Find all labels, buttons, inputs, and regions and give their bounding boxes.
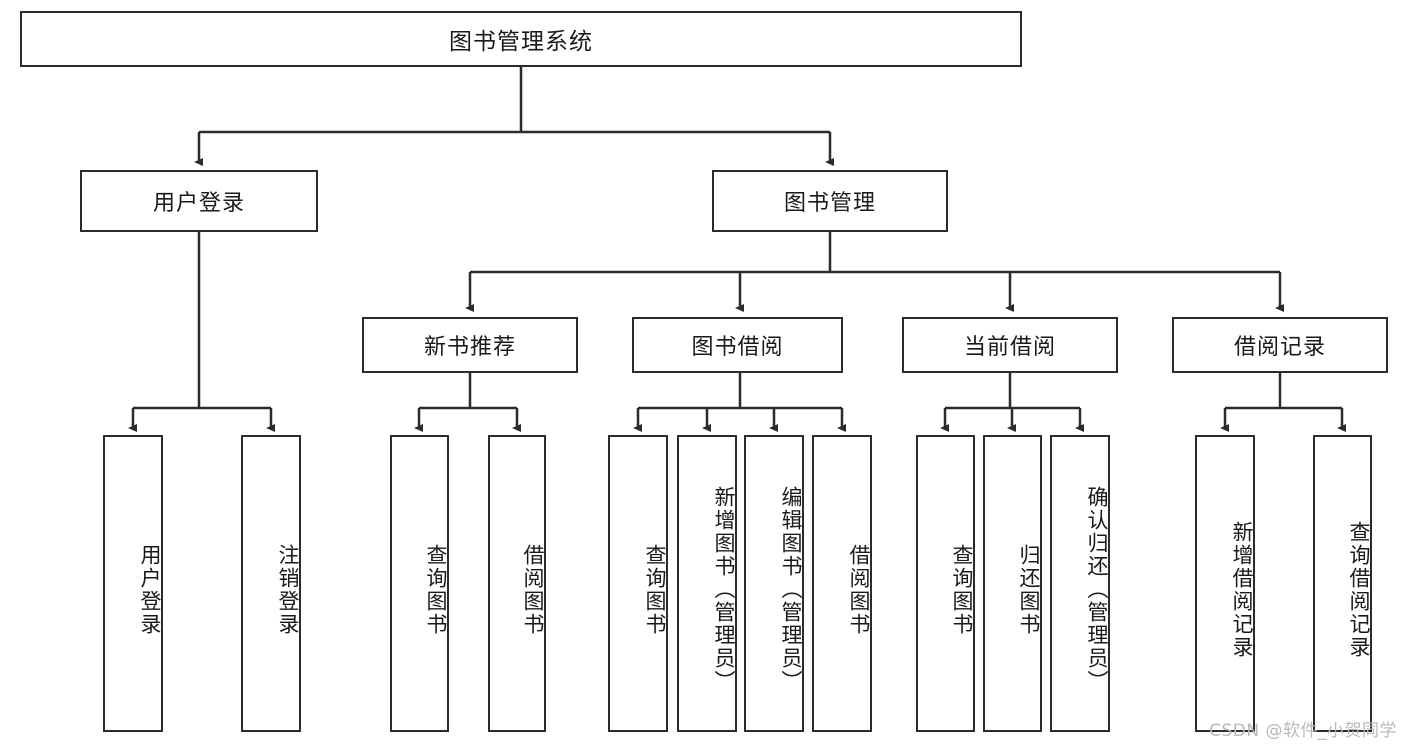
node-leaf-query-books-1[interactable]: 查询图书 (390, 435, 449, 732)
node-leaf-query-books-3[interactable]: 查询图书 (916, 435, 975, 732)
node-leaf-add-book-admin[interactable]: 新增图书（管理员） (677, 435, 737, 732)
node-current-borrow-label: 当前借阅 (963, 335, 1056, 360)
node-leaf-logout-label: 注销登录 (276, 543, 300, 636)
node-leaf-logout[interactable]: 注销登录 (241, 435, 301, 732)
node-leaf-borrow-books-2[interactable]: 借阅图书 (812, 435, 872, 732)
node-leaf-edit-book-admin-label: 编辑图书（管理员） (779, 486, 803, 693)
node-user-login[interactable]: 用户登录 (80, 170, 318, 232)
node-borrow-record[interactable]: 借阅记录 (1172, 317, 1388, 373)
node-leaf-edit-book-admin[interactable]: 编辑图书（管理员） (744, 435, 804, 732)
node-leaf-query-books-2[interactable]: 查询图书 (608, 435, 668, 732)
node-book-borrow-label: 图书借阅 (691, 335, 784, 360)
node-book-management-label: 图书管理 (783, 191, 876, 216)
node-leaf-confirm-return-admin[interactable]: 确认归还（管理员） (1050, 435, 1110, 732)
node-leaf-confirm-return-admin-label: 确认归还（管理员） (1085, 486, 1109, 693)
node-leaf-return-books[interactable]: 归还图书 (983, 435, 1042, 732)
node-leaf-borrow-books-2-label: 借阅图书 (847, 543, 871, 636)
node-leaf-query-borrow-record-label: 查询借阅记录 (1347, 520, 1371, 659)
node-book-management[interactable]: 图书管理 (712, 170, 948, 232)
node-leaf-query-books-3-label: 查询图书 (950, 543, 974, 636)
node-leaf-query-books-1-label: 查询图书 (424, 543, 448, 636)
node-leaf-add-borrow-record[interactable]: 新增借阅记录 (1195, 435, 1255, 732)
node-root[interactable]: 图书管理系统 (20, 11, 1022, 67)
node-current-borrow[interactable]: 当前借阅 (902, 317, 1118, 373)
node-leaf-return-books-label: 归还图书 (1017, 543, 1041, 636)
node-leaf-user-login-label: 用户登录 (138, 543, 162, 636)
node-leaf-query-borrow-record[interactable]: 查询借阅记录 (1313, 435, 1372, 732)
node-leaf-query-books-2-label: 查询图书 (643, 543, 667, 636)
node-leaf-borrow-books-1-label: 借阅图书 (521, 543, 545, 636)
node-borrow-record-label: 借阅记录 (1233, 335, 1326, 360)
node-user-login-label: 用户登录 (152, 191, 245, 216)
node-book-borrow[interactable]: 图书借阅 (632, 317, 843, 373)
node-new-book-recommend-label: 新书推荐 (423, 335, 516, 360)
node-leaf-borrow-books-1[interactable]: 借阅图书 (488, 435, 546, 732)
node-new-book-recommend[interactable]: 新书推荐 (362, 317, 578, 373)
node-leaf-add-book-admin-label: 新增图书（管理员） (712, 486, 736, 693)
csdn-watermark: CSDN @软件_小贺同学 (1209, 721, 1397, 741)
node-leaf-add-borrow-record-label: 新增借阅记录 (1230, 520, 1254, 659)
node-root-label: 图书管理系统 (449, 29, 593, 55)
node-leaf-user-login[interactable]: 用户登录 (103, 435, 163, 732)
